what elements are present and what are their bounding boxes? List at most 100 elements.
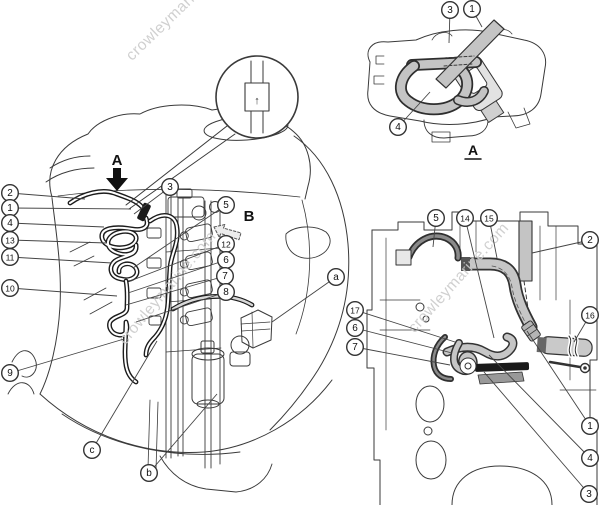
callout-bottom_right-7: 7 — [346, 338, 451, 366]
label-a-direction: A — [112, 152, 123, 169]
callout-circle — [160, 177, 179, 196]
callout-label: 9 — [7, 368, 13, 379]
callout-label: 12 — [221, 240, 231, 250]
leader-line — [148, 393, 218, 474]
callout-label: 11 — [6, 253, 15, 263]
callout-circle — [580, 485, 599, 504]
leader-line — [9, 192, 86, 200]
callout-label: 7 — [222, 271, 228, 282]
callout-main-c: c — [82, 340, 158, 460]
hose-tail-core — [454, 87, 488, 106]
hose-supply-top-core — [69, 190, 143, 208]
callout-circle — [441, 0, 460, 20]
view-a-art: A — [367, 19, 547, 160]
hidden-edges — [443, 55, 475, 67]
leader-line — [483, 371, 590, 495]
callout-main-5: 5 — [132, 195, 235, 269]
callout-bottom_right-2: 2 — [531, 230, 600, 254]
callout-label: 1 — [469, 4, 475, 15]
fuel-rail-assembly — [146, 188, 222, 469]
callout-top_right-4: 4 — [389, 91, 431, 136]
callout-main-11: 11 — [0, 247, 113, 266]
direction-a: A — [106, 152, 128, 191]
callout-label: 16 — [585, 311, 595, 321]
callout-circle — [346, 319, 365, 338]
hose-clamp — [521, 320, 541, 342]
leader-line — [9, 287, 118, 297]
ignition-coil-box — [240, 309, 273, 349]
callout-label: 15 — [484, 214, 494, 224]
callout-bottom_right-4: 4 — [488, 354, 600, 468]
callout-label: 7 — [352, 342, 358, 353]
black-bar — [474, 362, 530, 372]
callout-main-7: 7 — [125, 267, 234, 306]
leader-line — [9, 256, 113, 264]
callout-bottom_right-5: 5 — [427, 208, 446, 248]
elbow-hose-centerline — [491, 265, 527, 325]
inset-magnifier: ↑ — [125, 55, 299, 210]
callout-label: 3 — [167, 182, 173, 193]
leader-line — [9, 338, 125, 374]
leader-line — [531, 239, 591, 254]
callout-main-3: 3 — [133, 177, 179, 215]
fuel-filter — [191, 335, 251, 409]
callout-circle — [216, 195, 235, 214]
label-b-direction: B — [244, 208, 255, 225]
callout-main-a: a — [271, 268, 346, 323]
side-engine-art — [366, 211, 598, 505]
callout-main-1: 1 — [0, 198, 132, 217]
tube-core — [463, 259, 536, 332]
callout-top_right-1: 1 — [463, 0, 483, 28]
callout-label: 14 — [460, 214, 470, 224]
vertical-pipe — [518, 220, 533, 282]
callout-label: 4 — [587, 453, 593, 464]
callout-bottom_right-6: 6 — [346, 319, 453, 354]
callout-label: b — [146, 468, 152, 479]
arrow-dashed-icon — [213, 223, 242, 241]
leader-line — [9, 222, 105, 228]
callout-main-13: 13 — [0, 230, 108, 249]
callout-main-4: 4 — [0, 213, 105, 232]
callout-label: 5 — [433, 213, 439, 224]
left-body — [7, 197, 113, 395]
callout-main-12: 12 — [129, 234, 235, 282]
callout-circle — [0, 247, 20, 266]
view-a-caption: A — [464, 142, 482, 160]
callout-label: 13 — [5, 236, 15, 246]
leader-line — [132, 204, 227, 269]
caption-a: A — [468, 142, 478, 158]
leader-line — [127, 259, 227, 294]
leader-line — [526, 330, 591, 427]
hose-joint-connector — [137, 202, 151, 222]
callout-circle — [480, 208, 499, 227]
bracket-plate — [477, 371, 525, 385]
callout-circle — [139, 464, 158, 483]
callout-circle — [456, 208, 475, 227]
callout-label: 1 — [7, 203, 13, 214]
pulley-hub — [464, 362, 472, 370]
callout-circle — [327, 268, 346, 287]
callout-label: 4 — [7, 218, 13, 229]
hose-coil-core — [100, 217, 149, 281]
arrow-down-icon — [106, 168, 128, 191]
callout-circle — [346, 338, 365, 357]
leader-line — [9, 207, 132, 210]
hose-lower-drop-core — [108, 280, 137, 383]
direction-b: B — [213, 208, 255, 241]
callout-circle — [0, 364, 20, 383]
leader-line — [354, 346, 451, 366]
hose-loop-curve-core — [396, 61, 472, 114]
leader-line — [271, 276, 337, 323]
s-hose-core — [444, 334, 516, 359]
top-cowling — [45, 104, 311, 200]
leader-line — [488, 354, 591, 459]
callout-main-8: 8 — [135, 283, 235, 323]
callout-label: 17 — [350, 306, 360, 316]
callout-circle — [581, 417, 600, 436]
diagonal-strap — [435, 19, 505, 89]
leader-line — [354, 309, 456, 343]
